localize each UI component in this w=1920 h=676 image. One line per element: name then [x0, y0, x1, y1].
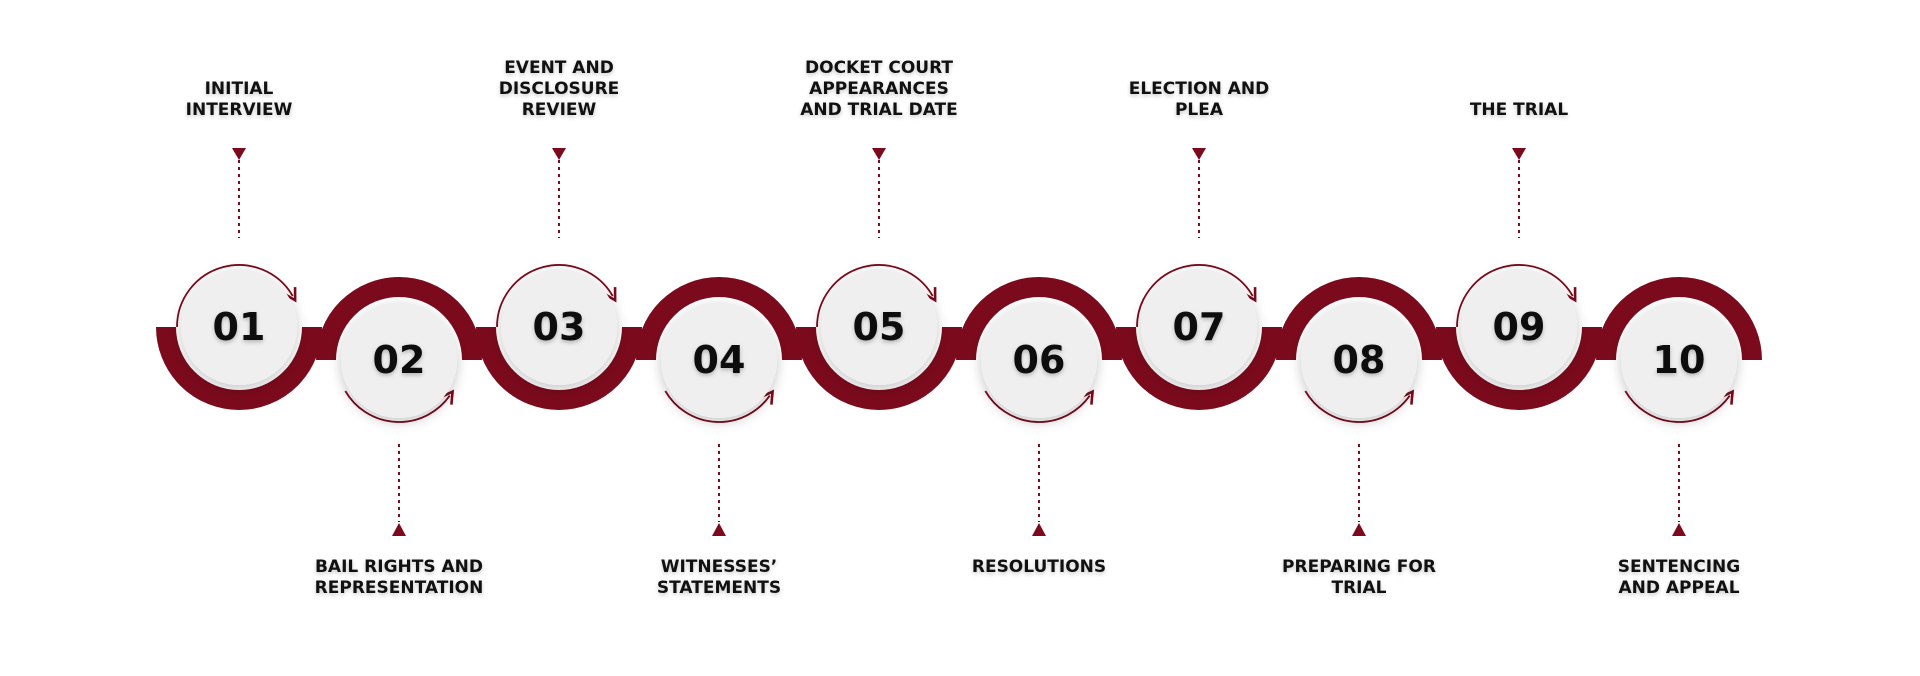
- flow-arrow-icon: [816, 264, 937, 328]
- step-circle: [981, 302, 1097, 418]
- step-label-01: INITIAL INTERVIEW: [185, 79, 293, 120]
- flow-arrow-icon: [984, 389, 1095, 423]
- triangle-down-icon: [1192, 148, 1206, 160]
- step-number: 06: [1013, 338, 1066, 382]
- step-ring: [636, 277, 802, 361]
- step-label-04: WITNESSES’ STATEMENTS: [656, 557, 782, 598]
- step-circle: [1141, 269, 1257, 385]
- step-circle: [341, 302, 457, 418]
- step-ring: [156, 326, 322, 410]
- triangle-up-icon: [1032, 523, 1046, 536]
- step-circle: [181, 269, 297, 385]
- step-01: 01: [156, 148, 322, 410]
- triangle-up-icon: [1352, 523, 1366, 536]
- step-03: 03: [476, 148, 642, 410]
- step-label-10: SENTENCING AND APPEAL: [1617, 557, 1741, 598]
- step-07: 07: [1116, 148, 1282, 410]
- triangle-up-icon: [1672, 523, 1686, 536]
- step-ring: [316, 277, 482, 361]
- flow-arrow-icon: [1304, 389, 1415, 423]
- step-circle: [501, 269, 617, 385]
- step-number: 05: [853, 305, 906, 349]
- step-number: 08: [1333, 338, 1386, 382]
- flow-arrow-icon: [344, 389, 455, 423]
- step-number: 01: [213, 305, 266, 349]
- step-circle: [661, 302, 777, 418]
- step-ring: [1596, 277, 1762, 361]
- triangle-up-icon: [712, 523, 726, 536]
- step-label-06: RESOLUTIONS: [971, 557, 1107, 577]
- step-04: 04: [636, 277, 802, 536]
- step-number: 07: [1173, 305, 1226, 349]
- flow-arrow-icon: [176, 264, 297, 328]
- step-circle: [821, 269, 937, 385]
- flow-arrow-icon: [664, 389, 775, 423]
- flow-arrow-icon: [1136, 264, 1257, 328]
- step-label-03: EVENT AND DISCLOSURE REVIEW: [498, 58, 620, 120]
- step-label-05: DOCKET COURT APPEARANCES AND TRIAL DATE: [800, 58, 958, 120]
- step-label-08: PREPARING FOR TRIAL: [1282, 557, 1436, 598]
- step-label-07: ELECTION AND PLEA: [1128, 79, 1270, 120]
- triangle-down-icon: [1512, 148, 1526, 160]
- step-label-09: THE TRIAL: [1469, 100, 1569, 120]
- triangle-up-icon: [392, 523, 406, 536]
- step-ring: [796, 326, 962, 410]
- step-ring: [1436, 326, 1602, 410]
- step-05: 05: [796, 148, 962, 410]
- step-number: 03: [533, 305, 586, 349]
- step-02: 02: [316, 277, 482, 536]
- step-number: 09: [1493, 305, 1546, 349]
- step-number: 02: [373, 338, 426, 382]
- step-09: 09: [1436, 148, 1602, 410]
- triangle-down-icon: [872, 148, 886, 160]
- step-ring: [956, 277, 1122, 361]
- step-circle: [1461, 269, 1577, 385]
- step-label-02: BAIL RIGHTS AND REPRESENTATION: [314, 557, 484, 598]
- flow-arrow-icon: [1456, 264, 1577, 328]
- step-number: 10: [1653, 338, 1706, 382]
- step-circle: [1621, 302, 1737, 418]
- flow-arrow-icon: [1624, 389, 1735, 423]
- step-08: 08: [1276, 277, 1442, 536]
- step-10: 10: [1596, 277, 1762, 536]
- triangle-down-icon: [232, 148, 246, 160]
- flow-arrow-icon: [496, 264, 617, 328]
- step-06: 06: [956, 277, 1122, 536]
- step-ring: [1276, 277, 1442, 361]
- step-circle: [1301, 302, 1417, 418]
- step-ring: [1116, 326, 1282, 410]
- triangle-down-icon: [552, 148, 566, 160]
- step-ring: [476, 326, 642, 410]
- step-number: 04: [693, 338, 746, 382]
